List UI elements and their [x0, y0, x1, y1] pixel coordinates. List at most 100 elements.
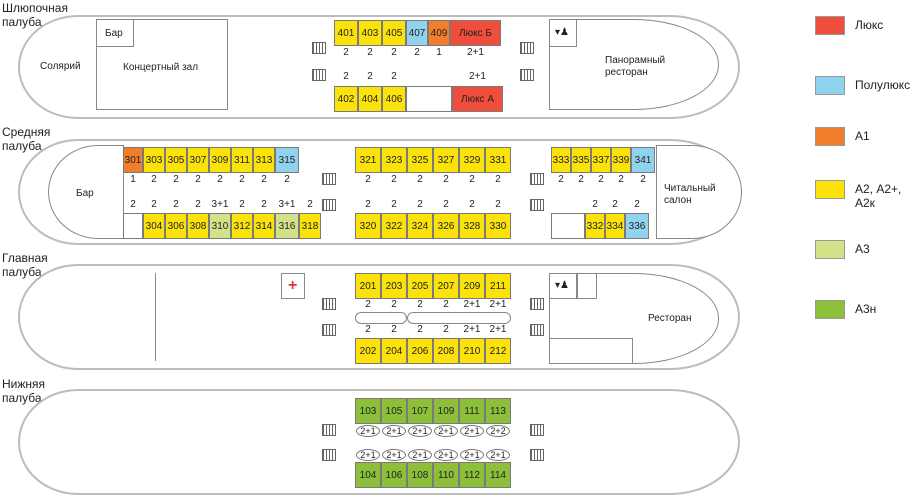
cabin-313: 313	[253, 147, 275, 173]
medical-cross-icon: +	[288, 277, 298, 294]
legend-swatch	[815, 300, 845, 319]
capacity-label: 2+1	[489, 299, 507, 310]
capacity-label: 2	[367, 47, 373, 58]
cabin-330: 330	[485, 213, 511, 239]
cabin-316: 316	[275, 213, 299, 239]
capacity-label: 2	[391, 71, 397, 82]
cabin-310: 310	[209, 213, 231, 239]
main-restaurant-label: Ресторан	[648, 313, 692, 324]
capacity-label: 3+1	[278, 199, 296, 210]
capacity-label: 2	[612, 199, 618, 210]
capacity-label: 2	[417, 324, 423, 335]
capacity-label: 2	[367, 71, 373, 82]
cabin-208: 208	[433, 338, 459, 364]
capacity-label: 2	[443, 199, 449, 210]
stairs-icon	[322, 449, 336, 461]
capacity-label: 2	[558, 174, 564, 185]
capacity-label: 2	[417, 174, 423, 185]
capacity-label: 2+1	[489, 324, 507, 335]
cabin-322: 322	[381, 213, 407, 239]
cabin-333: 333	[551, 147, 571, 173]
cabin-114: 114	[485, 462, 511, 488]
capacity-label: 2+1	[469, 71, 486, 82]
capacity-oval: 2+1	[460, 425, 484, 437]
cabin-305: 305	[165, 147, 187, 173]
legend-label: А3	[855, 242, 870, 256]
cabin-339: 339	[611, 147, 631, 173]
legend-swatch	[815, 16, 845, 35]
cabin-308: 308	[187, 213, 209, 239]
cabin-331: 331	[485, 147, 511, 173]
stairs-icon	[530, 298, 544, 310]
capacity-label: 2	[417, 199, 423, 210]
legend-label: Полулюкс	[855, 78, 911, 92]
concert-hall-label: Концертный зал	[123, 62, 199, 73]
cabin-210: 210	[459, 338, 485, 364]
capacity-label: 2	[414, 47, 420, 58]
cabin-202: 202	[355, 338, 381, 364]
capacity-label: 2	[173, 174, 179, 185]
cabin-407: 407	[406, 20, 428, 46]
cabin-blank	[551, 213, 585, 239]
legend-swatch	[815, 240, 845, 259]
cabin-304: 304	[143, 213, 165, 239]
capacity-label: 2	[598, 174, 604, 185]
stairs-icon	[530, 324, 544, 336]
solarium-label: Солярий	[40, 61, 81, 72]
deck-label-lower: Нижняя палуба	[2, 377, 46, 405]
capacity-oval: 2+1	[434, 449, 458, 461]
cabin-326: 326	[433, 213, 459, 239]
main-service-room-2	[549, 338, 633, 364]
cabin-315: 315	[275, 147, 299, 173]
legend-swatch	[815, 76, 845, 95]
cabin-203: 203	[381, 273, 407, 299]
reading-salon-label: Читальный салон	[664, 183, 716, 206]
capacity-label: 2	[151, 199, 157, 210]
stairs-icon	[530, 424, 544, 436]
panoramic-restaurant-label: Панорамный ресторан	[605, 55, 666, 78]
capacity-label: 2	[618, 174, 624, 185]
capacity-label: 2	[343, 71, 349, 82]
main-divider	[155, 273, 156, 361]
capacity-label: 2	[495, 174, 501, 185]
cabin-402: 402	[334, 86, 358, 112]
cabin-307: 307	[187, 147, 209, 173]
capacity-oval: 2+1	[356, 425, 380, 437]
capacity-label: 2	[592, 199, 598, 210]
cabin-blank	[406, 86, 452, 112]
cabin-207: 207	[433, 273, 459, 299]
capacity-label: 2	[634, 199, 640, 210]
middle-bar-label: Бар	[76, 188, 94, 199]
capacity-label: 2	[307, 199, 313, 210]
cabin-323: 323	[381, 147, 407, 173]
stairs-icon	[322, 298, 336, 310]
cabin-341: 341	[631, 147, 655, 173]
capacity-oval: 2+1	[408, 449, 432, 461]
stairs-icon	[530, 173, 544, 185]
boat-wc: ▾♟	[549, 19, 577, 47]
capacity-label: 2	[443, 299, 449, 310]
capacity-label: 2	[239, 199, 245, 210]
cabin-104: 104	[355, 462, 381, 488]
reading-salon	[656, 145, 742, 239]
cabin-Люкс А: Люкс А	[452, 86, 503, 112]
deck-label-middle: Средняя палуба	[2, 125, 51, 153]
cabin-335: 335	[571, 147, 591, 173]
capacity-label: 2	[469, 174, 475, 185]
capacity-label: 2	[640, 174, 646, 185]
cabin-309: 309	[209, 147, 231, 173]
capacity-label: 2	[443, 174, 449, 185]
cabin-205: 205	[407, 273, 433, 299]
capacity-label: 2	[261, 199, 267, 210]
cabin-109: 109	[433, 398, 459, 424]
capacity-oval: 2+1	[434, 425, 458, 437]
cabin-209: 209	[459, 273, 485, 299]
legend-swatch	[815, 180, 845, 199]
corridor-partition	[355, 312, 407, 324]
cabin-113: 113	[485, 398, 511, 424]
stairs-icon	[520, 69, 534, 81]
capacity-label: 2	[195, 174, 201, 185]
cabin-306: 306	[165, 213, 187, 239]
cabin-108: 108	[407, 462, 433, 488]
capacity-label: 2	[365, 324, 371, 335]
